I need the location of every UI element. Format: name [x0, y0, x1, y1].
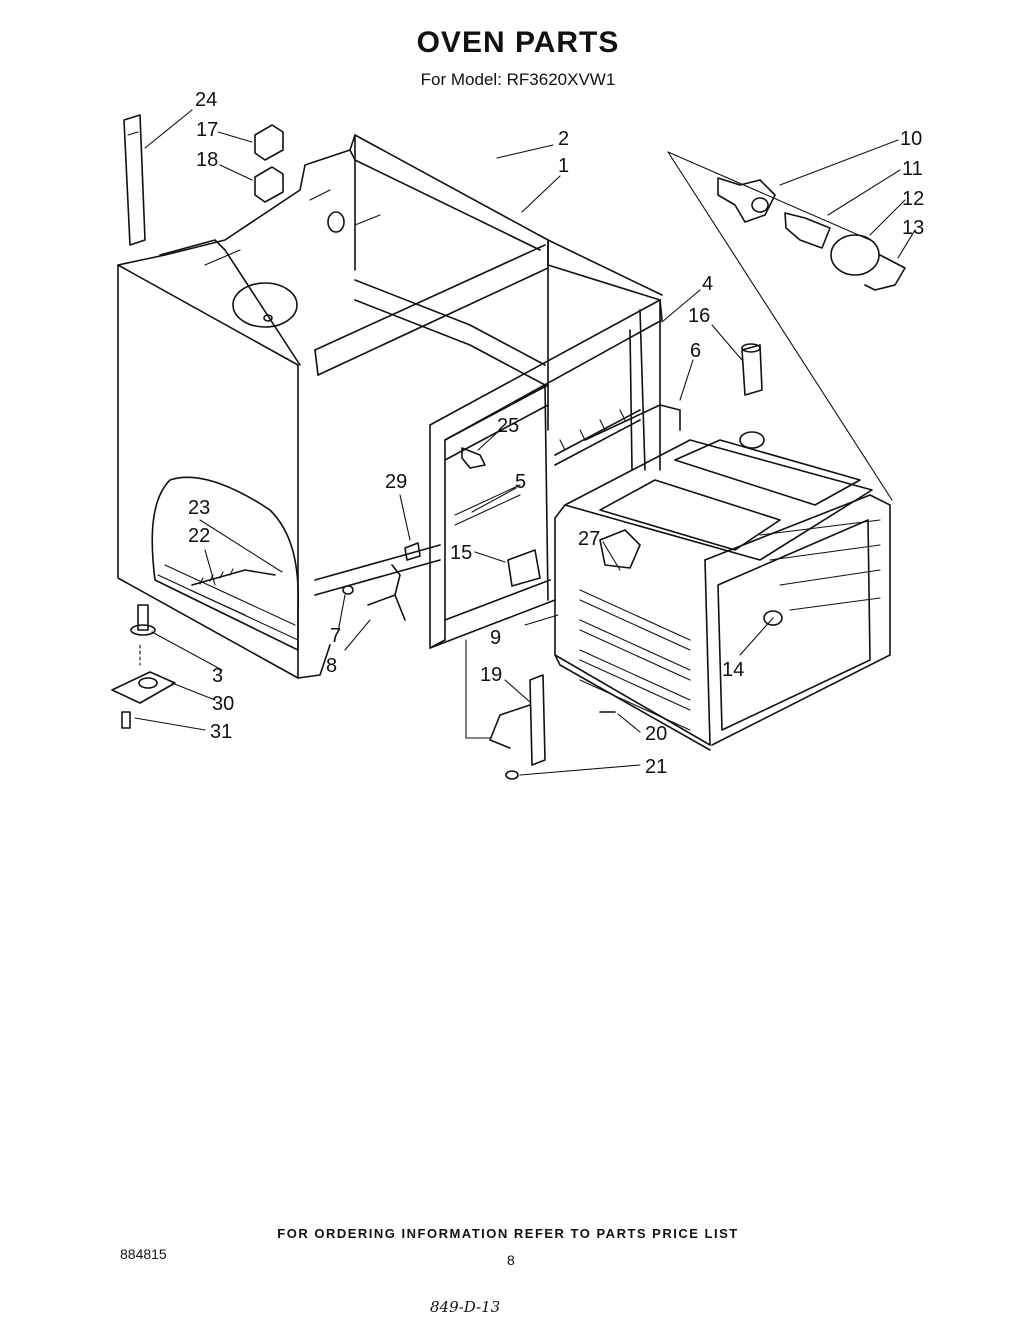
callout-1: 1 [558, 155, 569, 177]
oven-liner [554, 151, 893, 751]
callout-10: 10 [900, 128, 922, 150]
callout-25: 25 [497, 415, 519, 437]
callout-15: 15 [450, 542, 472, 564]
callout-12: 12 [902, 188, 924, 210]
callout-21: 21 [645, 756, 667, 778]
callout-24: 24 [195, 89, 217, 111]
handwritten-note: 849-D-13 [430, 1298, 501, 1316]
callout-7: 7 [330, 625, 341, 647]
oven-cabinet [117, 134, 663, 679]
page-title: OVEN PARTS [416, 26, 620, 59]
callout-18: 18 [196, 149, 218, 171]
small-parts [111, 114, 906, 780]
callout-20: 20 [645, 723, 667, 745]
callout-11: 11 [902, 158, 923, 180]
ordering-note: FOR ORDERING INFORMATION REFER TO PARTS … [277, 1226, 739, 1241]
model-subtitle: For Model: RF3620XVW1 [420, 70, 616, 89]
callout-5: 5 [515, 471, 526, 493]
callout-labels: 24 17 18 2 1 10 11 12 13 4 16 6 25 29 5 … [188, 89, 924, 778]
callout-22: 22 [188, 525, 210, 547]
leader-lines [134, 109, 916, 776]
callout-9: 9 [490, 627, 501, 649]
callout-6: 6 [690, 340, 701, 362]
document-number: 884815 [120, 1246, 167, 1262]
callout-30: 30 [212, 693, 234, 715]
callout-29: 29 [385, 471, 407, 493]
callout-19: 19 [480, 664, 502, 686]
front-frame [429, 299, 663, 649]
callout-4: 4 [702, 273, 713, 295]
callout-8: 8 [326, 655, 337, 677]
callout-17: 17 [196, 119, 218, 141]
callout-31: 31 [210, 721, 232, 743]
callout-3: 3 [212, 665, 223, 687]
callout-23: 23 [188, 497, 210, 519]
callout-16: 16 [688, 305, 710, 327]
callout-2: 2 [558, 128, 569, 150]
page-number: 8 [507, 1252, 515, 1268]
callout-27: 27 [578, 528, 600, 550]
callout-14: 14 [722, 659, 744, 681]
callout-13: 13 [902, 217, 924, 239]
